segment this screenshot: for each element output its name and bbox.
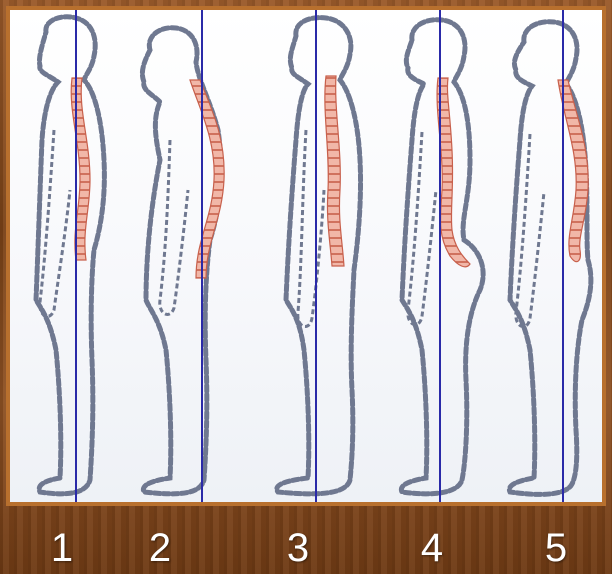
figures-svg (10, 10, 602, 502)
spine (325, 76, 344, 266)
figure-5 (509, 10, 591, 502)
figure-3-label: 3 (268, 526, 328, 570)
body-outline (36, 17, 104, 494)
figure-4-label: 4 (402, 526, 462, 570)
spine (190, 80, 224, 278)
figure-1 (36, 10, 104, 502)
figure-4 (401, 10, 483, 502)
arm (298, 130, 324, 327)
arm (40, 130, 70, 316)
figure-1-label: 1 (32, 526, 92, 570)
figure-2 (142, 10, 224, 502)
figure-2-label: 2 (130, 526, 190, 570)
figure-labels: 1 2 3 4 5 (0, 506, 612, 574)
arm (160, 140, 188, 314)
illustration-panel (6, 6, 606, 506)
figure-3 (277, 10, 361, 502)
figure-5-label: 5 (526, 526, 586, 570)
spine (71, 78, 90, 260)
